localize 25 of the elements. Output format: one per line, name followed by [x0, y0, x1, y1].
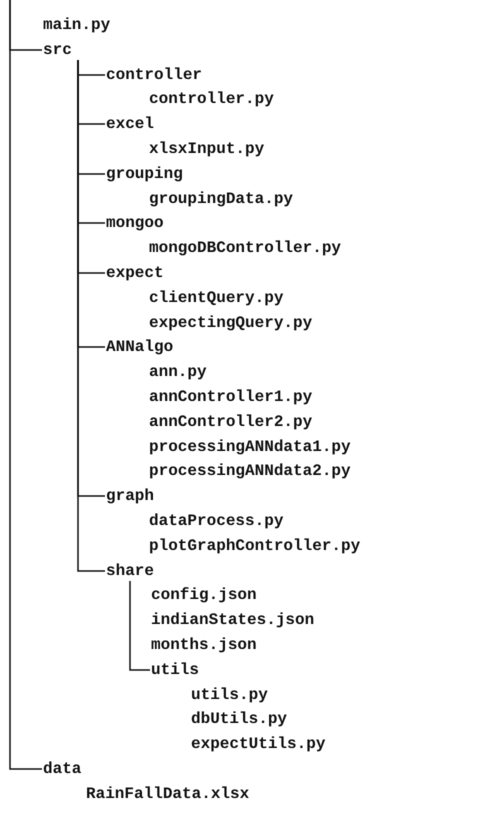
tree-entry: annController1.py: [148, 387, 314, 407]
tree-line: [129, 581, 150, 671]
tree-entry: months.json: [150, 635, 258, 655]
tree-entry: mongoDBController.py: [148, 238, 342, 258]
tree-entry: grouping: [105, 164, 184, 184]
tree-entry: graph: [105, 486, 156, 506]
tree-entry: indianStates.json: [150, 610, 316, 630]
tree-entry: xlsxInput.py: [148, 139, 266, 159]
tree-entry: processingANNdata1.py: [148, 437, 352, 457]
tree-entry: config.json: [150, 585, 258, 605]
tree-entry: expect: [105, 263, 165, 283]
tree-entry: ANNalgo: [105, 337, 174, 357]
tree-entry: annController2.py: [148, 412, 314, 432]
tree-entry: dbUtils.py: [190, 709, 288, 729]
tree-entry: plotGraphController.py: [148, 536, 362, 556]
tree-entry: utils.py: [190, 685, 269, 705]
tree-entry: groupingData.py: [148, 189, 294, 209]
tree-entry: clientQuery.py: [148, 288, 284, 308]
tree-line: [9, 0, 42, 770]
tree-entry: expectUtils.py: [190, 734, 326, 754]
tree-entry: expectingQuery.py: [148, 313, 314, 333]
tree-entry: dataProcess.py: [148, 511, 284, 531]
tree-entry: main.py: [42, 15, 112, 35]
tree-entry: processingANNdata2.py: [148, 461, 352, 481]
tree-entry: controller.py: [148, 89, 275, 109]
